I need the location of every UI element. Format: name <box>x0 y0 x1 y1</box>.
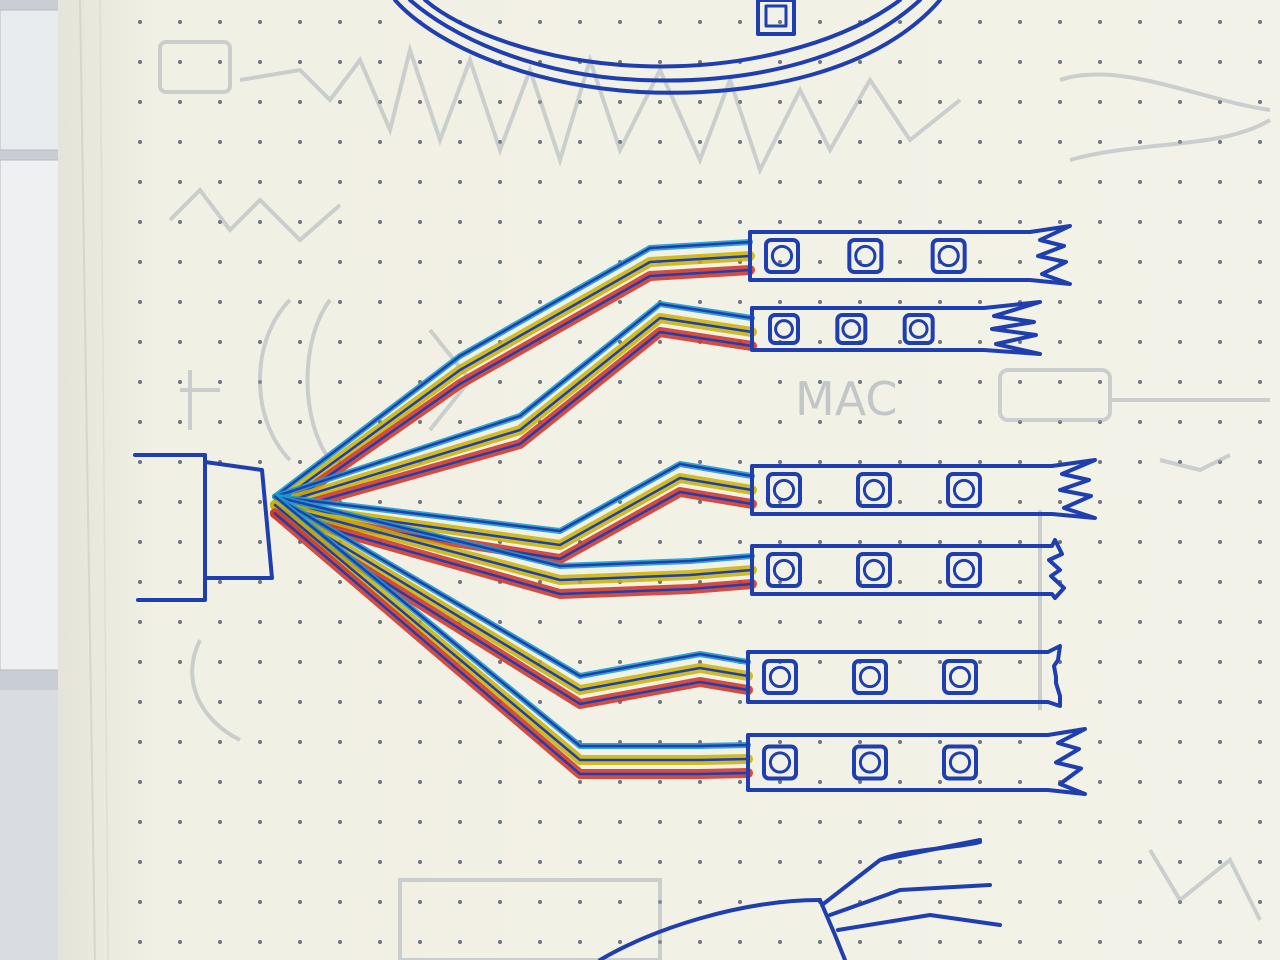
led-lens-icon <box>770 244 794 268</box>
led-chip-icon <box>762 659 798 695</box>
led-chip-icon <box>852 659 888 695</box>
led-lens-icon <box>858 665 882 689</box>
led-lens-icon <box>858 751 882 774</box>
led-strip-5 <box>746 644 1062 708</box>
bleed-through-sketch <box>158 40 1272 960</box>
wire-ink-strip-3-red <box>273 490 754 561</box>
wire-ink-strip-5-cyan <box>273 495 750 678</box>
strip-outline <box>748 224 1072 286</box>
led-lens-icon <box>768 751 792 774</box>
wire-ink-strip-4-red <box>273 512 754 596</box>
led-chip-icon <box>764 238 800 274</box>
wire-ink-strip-1-cyan <box>273 240 752 498</box>
led-strip-4 <box>750 538 1066 600</box>
wire-ink-strip-5-yellow <box>273 503 750 692</box>
strip-outline <box>746 727 1087 796</box>
top-loop-sketch <box>393 0 942 95</box>
wire-ink-strip-1-yellow <box>273 254 752 507</box>
led-lens-icon <box>952 558 976 582</box>
led-lens-icon <box>862 558 886 582</box>
wire-ink-strip-6-red <box>273 512 750 776</box>
led-lens-icon <box>841 319 862 339</box>
led-chip-icon <box>852 744 888 781</box>
strip-outline <box>750 538 1066 600</box>
wire-ink-strip-3-cyan <box>273 462 754 533</box>
led-strip-3 <box>750 458 1097 520</box>
led-strip-6 <box>746 727 1087 796</box>
wire-harness <box>270 239 757 779</box>
led-lens-icon <box>774 319 794 339</box>
led-strip-2 <box>750 300 1042 356</box>
wire-ink-strip-5-red <box>273 512 750 706</box>
led-lens-icon <box>937 244 960 268</box>
wire-ink-strip-2-yellow <box>273 316 754 507</box>
led-chip-icon <box>946 472 982 508</box>
ghost-label: MAC <box>795 372 897 426</box>
led-lens-icon <box>854 244 877 268</box>
wire-ink-strip-4-yellow <box>273 503 754 582</box>
led-chip-icon <box>902 313 935 345</box>
wire-ink-strip-4-cyan <box>273 495 754 568</box>
wire-ink-strip-2-cyan <box>273 302 754 498</box>
led-chip-icon <box>762 744 798 781</box>
bottom-fan-sketch <box>598 838 1002 960</box>
strip-outline <box>746 644 1062 708</box>
led-lens-icon <box>862 478 886 502</box>
wire-ink-strip-2-red <box>273 330 754 515</box>
led-chip-icon <box>768 313 800 345</box>
controller-connector <box>133 453 274 602</box>
led-lens-icon <box>772 478 796 502</box>
page-edge-line <box>79 0 96 960</box>
led-chip-icon <box>856 472 892 508</box>
led-strip-1 <box>748 224 1072 286</box>
page-edge-line-2 <box>99 0 109 960</box>
led-lens-icon <box>948 665 972 689</box>
led-chip-icon <box>942 659 978 695</box>
led-lens-icon <box>948 751 972 774</box>
led-lens-icon <box>772 558 796 582</box>
led-chip-icon <box>766 552 802 588</box>
led-chip-icon <box>766 472 802 508</box>
wire-ink-strip-6-cyan <box>273 495 750 748</box>
strip-outline <box>750 458 1097 520</box>
led-chip-icon <box>942 744 978 781</box>
led-chip-icon <box>856 552 892 588</box>
wire-ink-strip-6-yellow <box>273 503 750 762</box>
led-lens-icon <box>952 478 976 502</box>
wire-ink-strip-3-yellow <box>273 476 754 547</box>
led-chip-icon <box>946 552 982 588</box>
led-lens-icon <box>768 665 792 689</box>
strip-outline <box>750 300 1042 356</box>
led-chip-icon <box>847 238 884 274</box>
led-strips <box>746 224 1097 796</box>
led-chip-icon <box>930 238 967 274</box>
led-chip-icon <box>835 313 868 345</box>
led-lens-icon <box>908 319 929 339</box>
wire-ink-strip-1-red <box>273 268 752 515</box>
